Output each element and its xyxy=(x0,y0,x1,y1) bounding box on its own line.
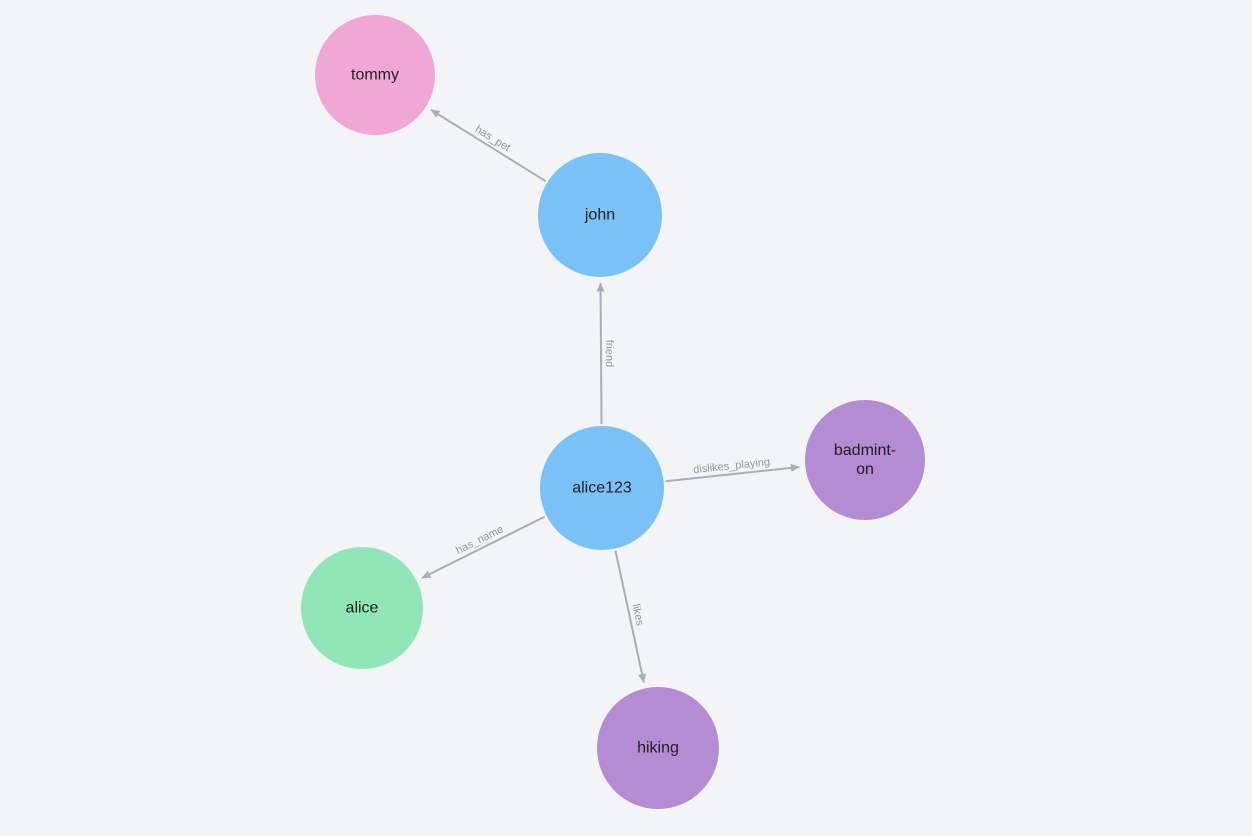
edge-alice123-badminton[interactable]: dislikes_playing xyxy=(665,456,800,483)
node-tommy[interactable]: tommy xyxy=(315,15,435,135)
nodes-layer: tommy john alice123 badmint-on alice hiking xyxy=(301,15,925,809)
edge-alice123-john[interactable]: friend xyxy=(596,282,615,425)
node-circle[interactable] xyxy=(538,153,662,277)
node-badminton[interactable]: badmint-on xyxy=(805,400,925,520)
edge-line[interactable] xyxy=(421,515,546,579)
node-circle[interactable] xyxy=(540,426,664,550)
node-circle[interactable] xyxy=(597,687,719,809)
node-alice[interactable]: alice xyxy=(301,547,423,669)
node-hiking[interactable]: hiking xyxy=(597,687,719,809)
node-alice123[interactable]: alice123 xyxy=(540,426,664,550)
node-john[interactable]: john xyxy=(538,153,662,277)
edge-alice123-hiking[interactable]: likes xyxy=(614,550,647,683)
edge-line[interactable] xyxy=(665,463,800,483)
node-circle[interactable] xyxy=(805,400,925,520)
edge-line[interactable] xyxy=(596,282,605,425)
edge-line[interactable] xyxy=(614,550,647,683)
edge-label: dislikes_playing xyxy=(693,456,771,476)
edge-label: friend xyxy=(603,340,615,368)
node-circle[interactable] xyxy=(301,547,423,669)
edge-alice123-alice[interactable]: has_name xyxy=(421,515,546,579)
edge-label: likes xyxy=(629,603,645,628)
node-circle[interactable] xyxy=(315,15,435,135)
edge-line[interactable] xyxy=(430,109,547,183)
edge-john-tommy[interactable]: has_pet xyxy=(430,109,547,183)
